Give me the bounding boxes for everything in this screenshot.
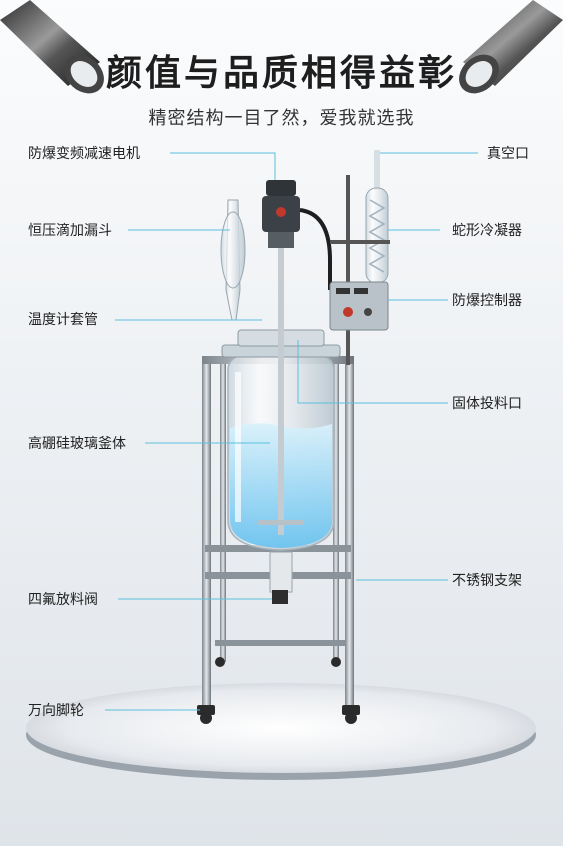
label-frame: 不锈钢支架: [452, 573, 522, 589]
steel-pipe-icon: [0, 0, 104, 94]
label-feed: 固体投料口: [452, 396, 522, 412]
label-motor: 防爆变频减速电机: [28, 146, 140, 162]
label-controller: 防爆控制器: [452, 293, 522, 309]
label-thermo: 温度计套管: [28, 312, 98, 328]
label-vessel: 高硼硅玻璃釜体: [28, 436, 126, 452]
platform-top: [26, 683, 536, 773]
label-valve: 四氟放料阀: [28, 592, 98, 608]
steel-pipe-icon: [459, 0, 563, 94]
right-pipe-decoration: [453, 0, 563, 110]
label-funnel: 恒压滴加漏斗: [28, 223, 112, 239]
left-pipe-decoration: [0, 0, 110, 110]
label-condenser: 蛇形冷凝器: [452, 223, 522, 239]
label-caster: 万向脚轮: [28, 703, 84, 719]
page-subtitle: 精密结构一目了然，爱我就选我: [148, 108, 415, 129]
label-vacuum: 真空口: [487, 146, 529, 162]
page-title: 颜值与品质相得益彰: [105, 53, 457, 94]
